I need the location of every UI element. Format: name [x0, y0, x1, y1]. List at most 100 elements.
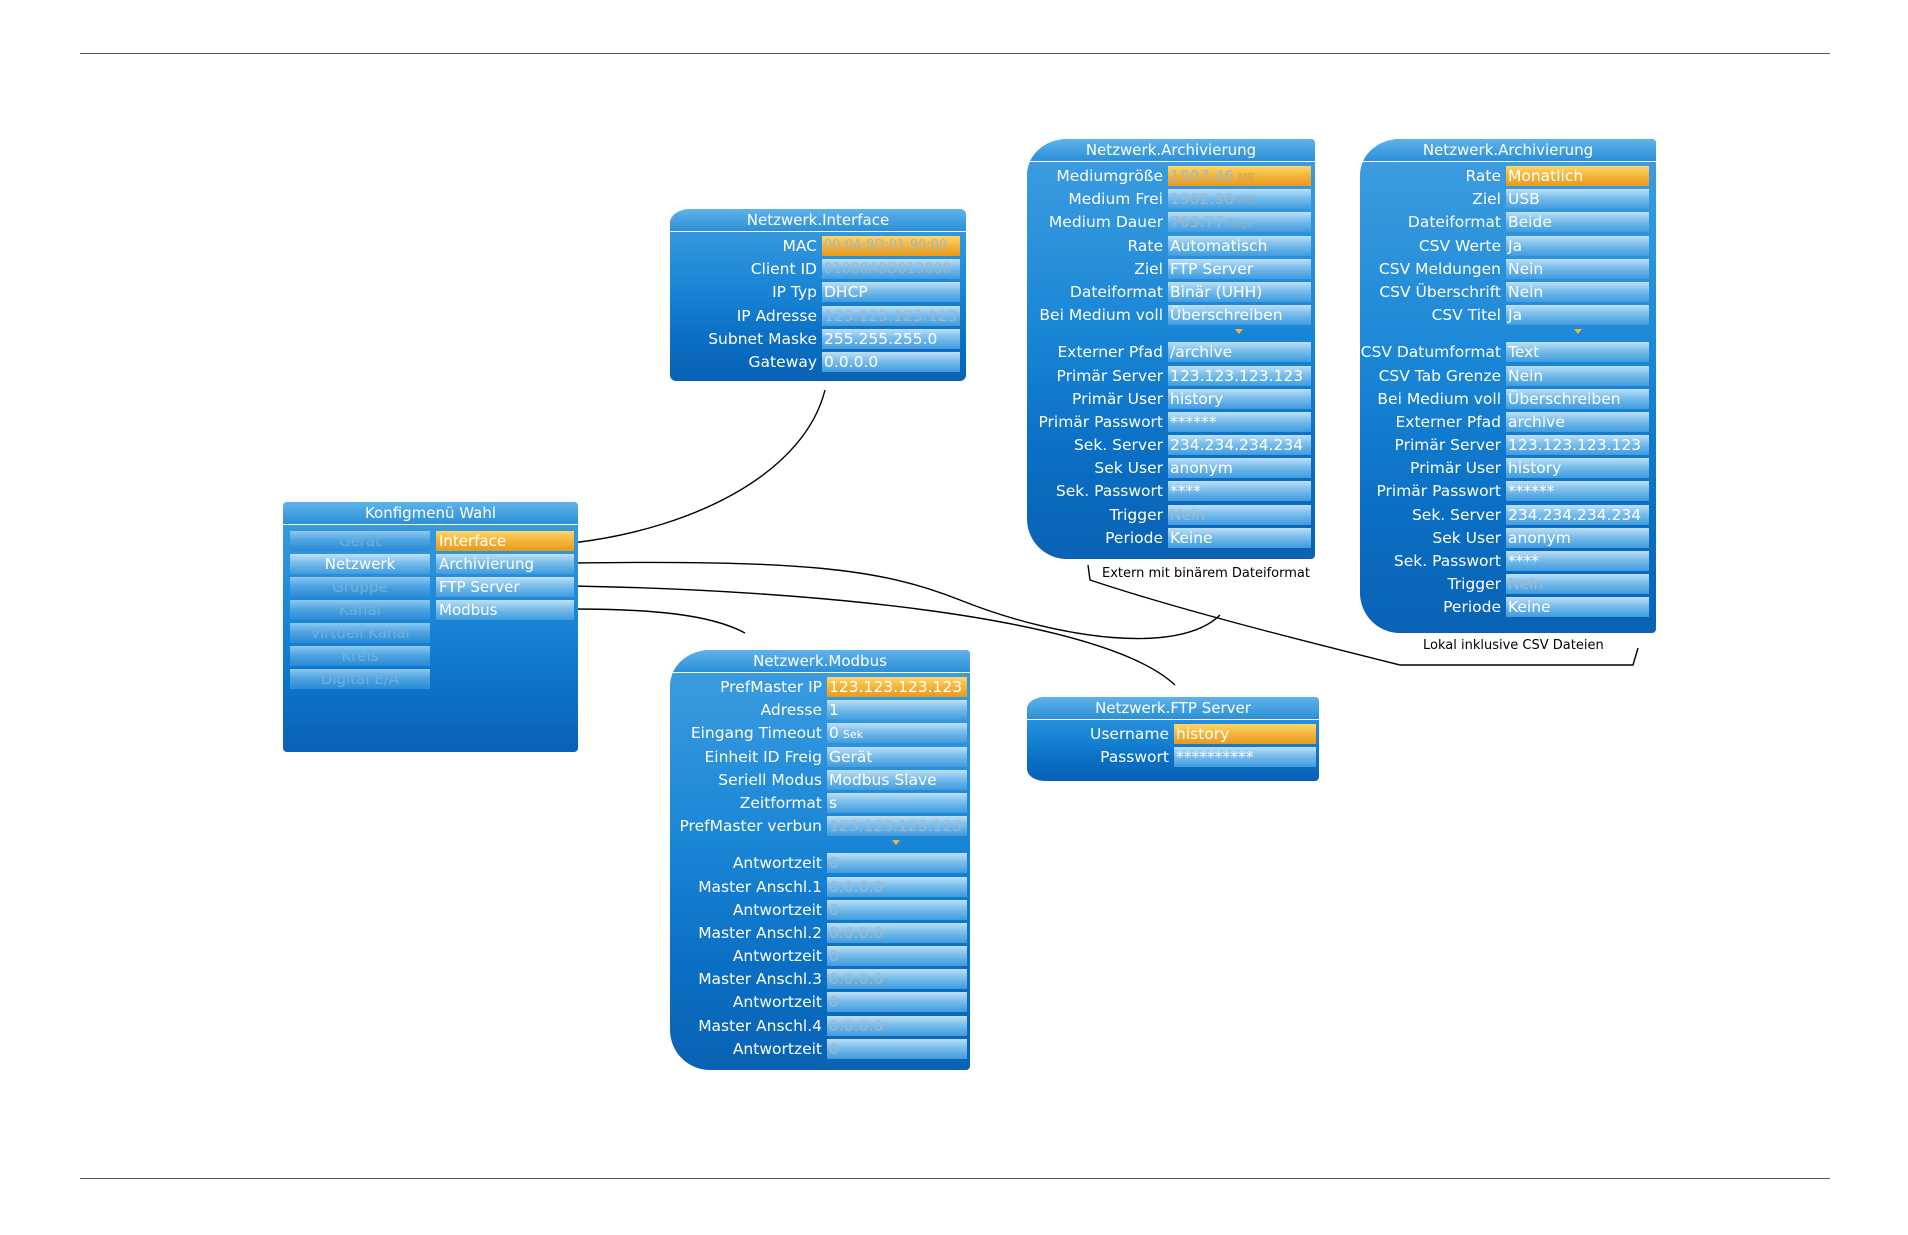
menu-right-2[interactable]: FTP Server [436, 577, 574, 597]
archiv2-rate[interactable]: Monatlich [1506, 166, 1649, 186]
konfigmenu-panel: Konfigmenü Wahl Gerät Netzwerk Gruppe Ka… [283, 502, 578, 752]
archiv2-primaer-user[interactable]: history [1506, 458, 1649, 479]
archiv1-sek-user[interactable]: anonym [1168, 458, 1311, 479]
archiv2-dateiformat[interactable]: Beide [1506, 212, 1649, 233]
modbus-einheit-id-freig[interactable]: Gerät [827, 746, 967, 767]
archiv1-periode[interactable]: Keine [1168, 527, 1311, 548]
archiv2-primaer-passwort[interactable]: ****** [1506, 481, 1649, 502]
archiv1-primaer-server[interactable]: 123.123.123.123 [1168, 365, 1311, 386]
chevron-down-icon[interactable] [1574, 329, 1582, 335]
modbus-prefmaster-ip[interactable]: 123.123.123.123 [827, 677, 967, 697]
archiv2-csv-tab-grenze[interactable]: Nein [1506, 365, 1649, 386]
archiv2-ziel[interactable]: USB [1506, 189, 1649, 210]
archiv1-rate[interactable]: Automatisch [1168, 235, 1311, 256]
chevron-down-icon[interactable] [892, 840, 900, 846]
archiv2-sek-server[interactable]: 234.234.234.234 [1506, 504, 1649, 525]
menu-left-5[interactable]: Kreis [290, 646, 430, 666]
archiv2-bei-medium-voll[interactable]: Überschreiben [1506, 388, 1649, 409]
menu-right-3[interactable]: Modbus [436, 600, 574, 620]
modbus-antwortzeit-2[interactable]: 0 [827, 946, 967, 967]
archiv2-periode[interactable]: Keine [1506, 597, 1649, 618]
menu-left-4[interactable]: Virtuell Kanal [290, 623, 430, 643]
mac-field[interactable]: 00:0A:8D:01:90:00 [822, 236, 960, 256]
menu-left-3[interactable]: Kanal [290, 600, 430, 620]
menu-left-6[interactable]: Digital E/A [290, 669, 430, 689]
archiv1-externer-pfad[interactable]: /archive [1168, 342, 1311, 363]
ftp-username-field[interactable]: history [1174, 724, 1316, 744]
archiv2-sek-user[interactable]: anonym [1506, 527, 1649, 548]
chevron-down-icon[interactable] [1235, 329, 1243, 335]
archiv1-trigger[interactable]: Nein [1168, 504, 1311, 525]
modbus-antwortzeit-0[interactable]: 0 [827, 853, 967, 874]
modbus-seriell-modus[interactable]: Modbus Slave [827, 769, 967, 790]
menu-right-1[interactable]: Archivierung [436, 554, 574, 574]
archiv1-sek-passwort[interactable]: **** [1168, 481, 1311, 502]
archiv2-csv-titel[interactable]: Ja [1506, 305, 1649, 326]
modbus-prefmaster-verbun[interactable]: 123.123.123.123 [827, 816, 967, 837]
modbus-adresse[interactable]: 1 [827, 700, 967, 721]
modbus-master-anschl-1[interactable]: 0.0.0.0 [827, 876, 967, 897]
archiv1-dateiformat[interactable]: Binär (UHH) [1168, 281, 1311, 302]
archiv2-sek-passwort[interactable]: **** [1506, 551, 1649, 571]
archiv1-bei-medium-voll[interactable]: Überschreiben [1168, 305, 1311, 326]
archiv2-trigger[interactable]: Nein [1506, 574, 1649, 595]
ftp-passwort-field[interactable]: ********** [1174, 747, 1316, 768]
archiv1-sek-server[interactable]: 234.234.234.234 [1168, 435, 1311, 456]
archiv2-csv-datumformat[interactable]: Text [1506, 342, 1649, 363]
ip-typ-field[interactable]: DHCP [822, 282, 960, 303]
modbus-zeitformat[interactable]: s [827, 792, 967, 813]
gateway-field[interactable]: 0.0.0.0 [822, 351, 960, 372]
archiv2-row: Sek. Passwort**** [1360, 550, 1656, 573]
archiv2-caption: Lokal inklusive CSV Dateien [1423, 638, 1604, 653]
menu-left-1[interactable]: Netzwerk [290, 554, 430, 574]
modbus-master-anschl-4[interactable]: 0.0.0.0 [827, 1015, 967, 1036]
client-id-field[interactable]: 01000A8D019000 [822, 259, 960, 280]
menu-left-0[interactable]: Gerät [290, 531, 430, 551]
subnet-field[interactable]: 255.255.255.0 [822, 328, 960, 349]
modbus-antwortzeit-4[interactable]: 0 [827, 1038, 967, 1059]
archiv1-primaer-user[interactable]: history [1168, 388, 1311, 409]
modbus-master-anschl-3[interactable]: 0.0.0.0 [827, 969, 967, 990]
menu-right-0[interactable]: Interface [436, 531, 574, 551]
modbus-title: Netzwerk.Modbus [670, 650, 970, 673]
modbus-antwortzeit-1[interactable]: 0 [827, 899, 967, 920]
archiv2-csv-meldungen[interactable]: Nein [1506, 258, 1649, 279]
modbus-master-anschl-2[interactable]: 0.0.0.0 [827, 922, 967, 943]
archiv2-scroll-indicator [1360, 327, 1656, 341]
modbus-antwortzeit-3[interactable]: 0 [827, 992, 967, 1013]
archiv1-ziel[interactable]: FTP Server [1168, 258, 1311, 279]
archiv2-title: Netzwerk.Archivierung [1360, 139, 1656, 162]
ip-address-field[interactable]: 123.123.123.123 [822, 305, 960, 326]
archiv2-csv-ueberschrift[interactable]: Nein [1506, 281, 1649, 302]
archiv1-primaer-passwort[interactable]: ****** [1168, 411, 1311, 432]
archiv2-primaer-server[interactable]: 123.123.123.123 [1506, 435, 1649, 456]
bottom-rule [80, 1178, 1830, 1179]
archiv1-row: Externer Pfad/archive [1027, 341, 1315, 364]
archiv2-csv-werte[interactable]: Ja [1506, 235, 1649, 256]
archiv2-externer-pfad[interactable]: archive [1506, 411, 1649, 432]
menu-left-2[interactable]: Gruppe [290, 577, 430, 597]
